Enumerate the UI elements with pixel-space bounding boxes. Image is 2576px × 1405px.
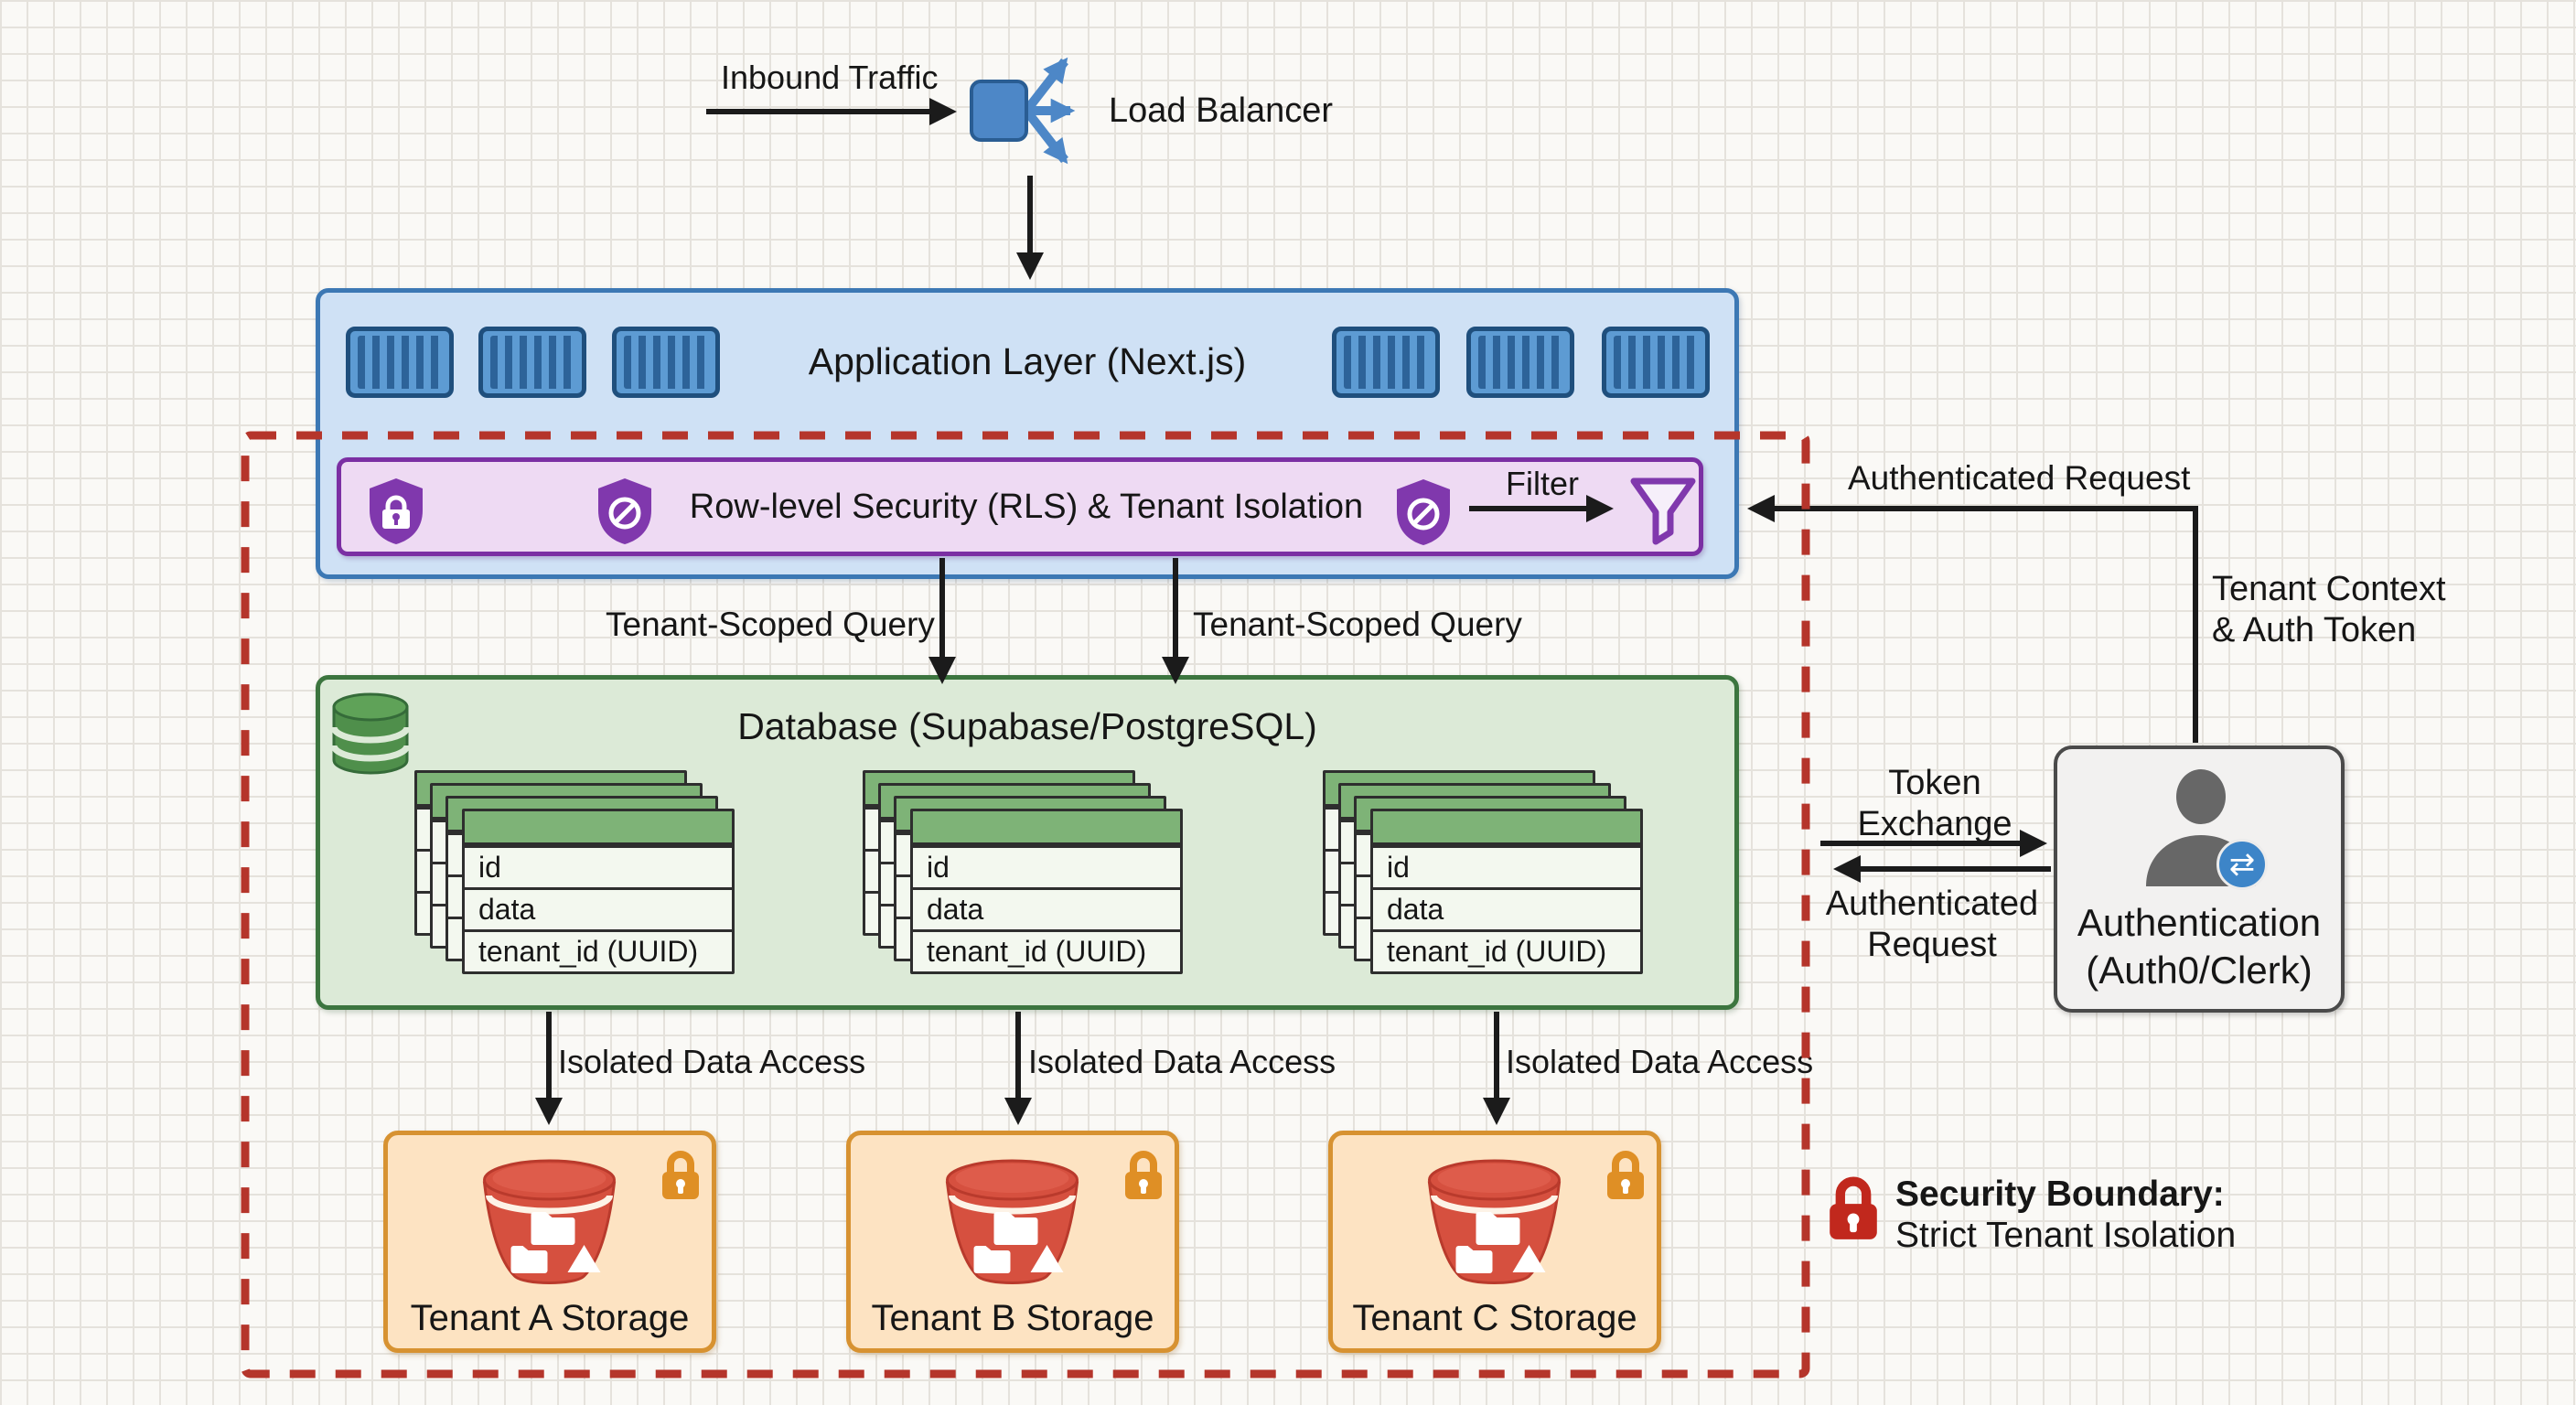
table-stack: id data tenant_id (UUID) bbox=[863, 770, 1185, 979]
security-lock-icon bbox=[1830, 1176, 1877, 1239]
shield-lock-icon bbox=[370, 478, 423, 544]
inbound-traffic-label: Inbound Traffic bbox=[721, 59, 939, 96]
filter-funnel-icon bbox=[1630, 477, 1696, 545]
isolated-data-access-label: Isolated Data Access bbox=[558, 1043, 866, 1080]
isolated-data-access-label: Isolated Data Access bbox=[1028, 1043, 1336, 1080]
table-row: tenant_id (UUID) bbox=[465, 929, 732, 971]
table-row: tenant_id (UUID) bbox=[1373, 929, 1640, 971]
storage-box-tenant-b: Tenant B Storage bbox=[846, 1131, 1179, 1353]
table-row: id bbox=[1373, 845, 1640, 887]
isolated-data-access-label: Isolated Data Access bbox=[1506, 1043, 1814, 1080]
storage-label: Tenant C Storage bbox=[1352, 1298, 1637, 1338]
table-row: tenant_id (UUID) bbox=[913, 929, 1180, 971]
table-row: data bbox=[465, 887, 732, 929]
rls-title: Row-level Security (RLS) & Tenant Isolat… bbox=[689, 487, 1364, 526]
database-title: Database (Supabase/PostgreSQL) bbox=[737, 705, 1317, 747]
container-icon bbox=[1332, 327, 1440, 398]
shield-block-icon bbox=[598, 478, 651, 544]
tenant-scoped-query-label: Tenant-Scoped Query bbox=[1193, 606, 1522, 643]
table-header bbox=[1373, 811, 1640, 845]
filter-label: Filter bbox=[1506, 465, 1579, 502]
load-balancer-icon bbox=[970, 57, 1076, 165]
container-icon bbox=[1602, 327, 1710, 398]
rls-tenant-isolation-bar: Row-level Security (RLS) & Tenant Isolat… bbox=[337, 457, 1703, 556]
authenticated-request-label: Authenticated Request bbox=[1848, 459, 2191, 497]
table-card: id data tenant_id (UUID) bbox=[1370, 809, 1643, 974]
table-row: data bbox=[1373, 887, 1640, 929]
container-icon bbox=[612, 327, 720, 398]
padlock-icon bbox=[1125, 1151, 1162, 1199]
table-row: id bbox=[913, 845, 1180, 887]
table-stack: id data tenant_id (UUID) bbox=[414, 770, 736, 979]
tenant-context-label: Tenant Context & Auth Token bbox=[2212, 570, 2446, 649]
storage-box-tenant-c: Tenant C Storage bbox=[1328, 1131, 1661, 1353]
storage-label: Tenant B Storage bbox=[871, 1298, 1154, 1338]
container-icon bbox=[346, 327, 454, 398]
security-boundary-label: Security Boundary: Strict Tenant Isolati… bbox=[1895, 1174, 2237, 1255]
table-row: data bbox=[913, 887, 1180, 929]
container-icon bbox=[478, 327, 586, 398]
storage-bucket-icon bbox=[482, 1159, 617, 1284]
token-exchange-label: Token Exchange bbox=[1857, 764, 2012, 843]
application-layer-title: Application Layer (Next.js) bbox=[808, 340, 1247, 382]
storage-bucket-icon bbox=[1427, 1159, 1562, 1284]
authenticated-request-arrow bbox=[1747, 495, 2198, 743]
table-stack: id data tenant_id (UUID) bbox=[1323, 770, 1645, 979]
table-header bbox=[465, 811, 732, 845]
table-card: id data tenant_id (UUID) bbox=[462, 809, 735, 974]
authentication-title: Authentication (Auth0/Clerk) bbox=[2077, 901, 2322, 992]
container-icon bbox=[1466, 327, 1574, 398]
load-balancer-label: Load Balancer bbox=[1109, 91, 1334, 130]
storage-box-tenant-a: Tenant A Storage bbox=[383, 1131, 716, 1353]
table-header bbox=[913, 811, 1180, 845]
table-card: id data tenant_id (UUID) bbox=[910, 809, 1183, 974]
padlock-icon bbox=[1607, 1151, 1644, 1199]
authentication-box: ⇄ Authentication (Auth0/Clerk) bbox=[2054, 745, 2345, 1013]
shield-block-icon bbox=[1397, 479, 1450, 545]
storage-bucket-icon bbox=[945, 1159, 1079, 1284]
authenticated-request-return-label: Authenticated Request bbox=[1825, 885, 2039, 964]
storage-label: Tenant A Storage bbox=[410, 1298, 690, 1338]
token-exchange-badge-icon: ⇄ bbox=[2216, 839, 2268, 890]
tenant-scoped-query-label: Tenant-Scoped Query bbox=[606, 606, 935, 643]
table-row: id bbox=[465, 845, 732, 887]
padlock-icon bbox=[662, 1151, 699, 1199]
